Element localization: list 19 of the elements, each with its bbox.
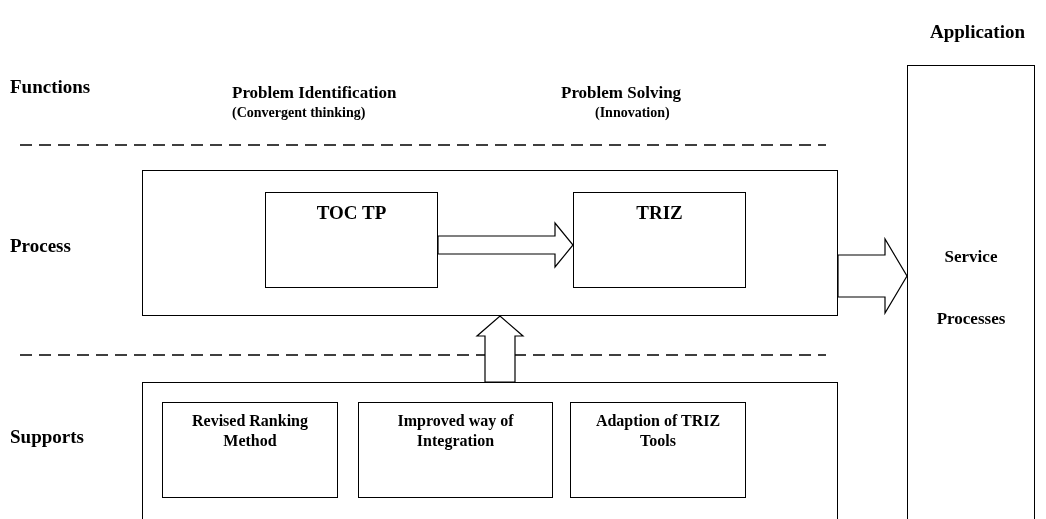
process-box: TOC TP	[265, 192, 438, 288]
row-label: Process	[10, 234, 71, 258]
process-box: Improved way of Integration	[358, 402, 553, 498]
row-label: Application	[930, 20, 1026, 44]
row-label: Functions	[10, 75, 91, 99]
process-box: Adaption of TRIZ Tools	[570, 402, 746, 498]
row-label: Problem Identification	[232, 82, 397, 104]
process-box: TRIZ	[573, 192, 746, 288]
row-label: (Innovation)	[595, 104, 670, 122]
group-box	[142, 170, 838, 316]
row-label: Problem Solving	[561, 82, 682, 104]
group-box	[142, 382, 838, 519]
block-arrow	[437, 221, 574, 269]
row-label: (Convergent thinking)	[232, 104, 366, 122]
process-box: Revised Ranking Method	[162, 402, 338, 498]
row-label: Supports	[10, 425, 84, 449]
process-box: Service Processes	[907, 65, 1035, 519]
block-arrow	[475, 315, 525, 383]
block-arrow	[837, 236, 908, 316]
